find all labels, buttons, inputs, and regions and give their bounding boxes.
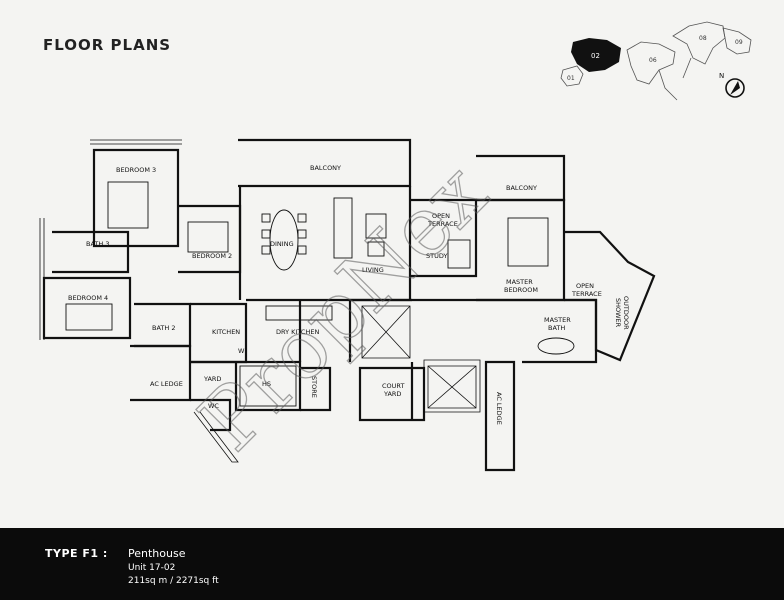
floor-plan: BEDROOM 3 BATH 3 BEDROOM 2 BEDROOM 4 BAT… <box>39 138 656 472</box>
label-open-terrace-2: OPEN <box>576 282 594 290</box>
wall-living-dining <box>238 186 412 300</box>
north-label: N <box>719 72 724 80</box>
footer-bar: TYPE F1 : Penthouse Unit 17-02 211sq m /… <box>0 528 784 600</box>
watermark: PropNex <box>182 145 506 469</box>
page-title: FLOOR PLANS <box>43 36 172 54</box>
dining-table <box>269 209 299 271</box>
label-outdoor-shower-b: SHOWER <box>614 298 622 328</box>
label-master-bath-b: BATH <box>548 324 565 332</box>
hs-shelter <box>239 365 297 407</box>
furniture <box>65 181 575 407</box>
label-bedroom4: BEDROOM 4 <box>68 294 108 302</box>
label-study: STUDY <box>426 252 448 260</box>
wall-bath3 <box>52 230 130 274</box>
north-arrow-icon: N <box>719 72 745 98</box>
label-bedroom2: BEDROOM 2 <box>192 252 232 260</box>
key-plan-label-06: 06 <box>649 57 657 64</box>
wall-bedroom4 <box>42 276 132 340</box>
wall-bedroom3 <box>92 148 180 248</box>
label-balcony-top: BALCONY <box>310 164 341 172</box>
key-plan-block-06 <box>626 41 676 85</box>
key-plan: 02 01 06 08 09 N <box>560 21 752 101</box>
glazing-lines <box>39 139 481 463</box>
armchair-1 <box>367 241 385 257</box>
wall-bedroom2 <box>178 204 242 274</box>
label-wc: WC <box>208 402 219 410</box>
kitchen-island <box>265 305 333 321</box>
key-plan-label-02: 02 <box>591 52 600 60</box>
label-ac-ledge-right: AC LEDGE <box>495 392 503 425</box>
wall-store <box>300 366 332 412</box>
key-plan-block-09 <box>722 27 752 55</box>
study-desk <box>447 239 471 269</box>
label-living: LIVING <box>362 266 384 274</box>
label-outdoor-shower: OUTDOOR <box>622 296 630 330</box>
key-plan-walkway <box>658 57 692 101</box>
coffee-table <box>365 213 387 239</box>
label-ac-ledge-left: AC LEDGE <box>150 380 183 388</box>
wall-ac-ledge-right <box>484 360 516 472</box>
wall-master-bath <box>522 298 598 364</box>
key-plan-block-02-highlight <box>571 38 621 72</box>
wall-court-yard <box>358 366 426 422</box>
label-bath2: BATH 2 <box>152 324 175 332</box>
label-open-terrace-2b: TERRACE <box>571 290 602 298</box>
key-plan-label-08: 08 <box>699 35 707 42</box>
label-court-yard: COURT <box>382 382 404 390</box>
bathtub <box>537 337 575 355</box>
wall-terrace-study <box>410 198 478 278</box>
key-plan-block-08 <box>672 21 726 65</box>
label-kitchen: KITCHEN <box>212 328 240 336</box>
wall-balcony-right <box>476 154 566 202</box>
key-plan-block-01 <box>560 65 584 87</box>
wall-wc <box>190 398 232 432</box>
label-balcony-right: BALCONY <box>506 184 537 192</box>
label-master-bedroom-b: BEDROOM <box>504 286 538 294</box>
footer-area: 211sq m / 2271sq ft <box>128 576 219 586</box>
label-master-bedroom: MASTER <box>506 278 533 286</box>
label-dry-kitchen: DRY KITCHEN <box>276 328 319 336</box>
footer-type-label: TYPE F1 : <box>45 547 108 560</box>
room-labels: BEDROOM 3 BATH 3 BEDROOM 2 BEDROOM 4 BAT… <box>68 164 630 425</box>
bed-bedroom2 <box>187 221 229 253</box>
label-yard: YARD <box>203 375 221 383</box>
bed-bedroom4 <box>65 303 113 331</box>
label-w: W <box>238 347 245 355</box>
key-plan-label-01: 01 <box>567 75 575 82</box>
wall-corridor-right <box>348 298 522 420</box>
label-court-yard-b: YARD <box>383 390 401 398</box>
label-bath3: BATH 3 <box>86 240 109 248</box>
footer-unit: Unit 17-02 <box>128 563 176 573</box>
label-bedroom3: BEDROOM 3 <box>116 166 156 174</box>
sofa <box>333 197 353 259</box>
wall-balcony-top <box>238 138 412 188</box>
label-store: STORE <box>310 376 318 398</box>
label-open-terrace-1: OPEN <box>432 212 450 220</box>
footer-type-name: Penthouse <box>128 547 186 560</box>
label-hs: HS <box>262 380 271 388</box>
bed-bedroom3 <box>107 181 149 229</box>
bed-master <box>507 217 549 267</box>
label-open-terrace-1b: TERRACE <box>427 220 458 228</box>
key-plan-label-09: 09 <box>735 39 743 46</box>
label-master-bath: MASTER <box>544 316 571 324</box>
dining-chairs <box>261 213 307 255</box>
wall-ac-ledge-left <box>130 344 192 402</box>
label-dining: DINING <box>270 240 294 248</box>
